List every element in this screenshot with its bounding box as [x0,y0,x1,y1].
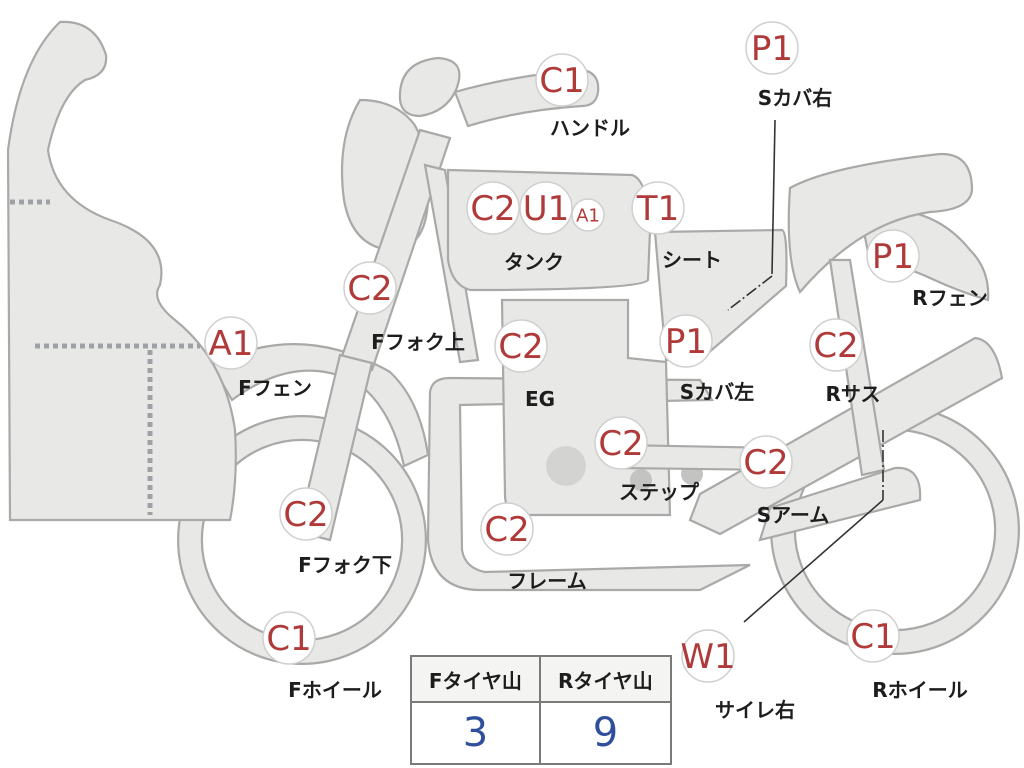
part-name: サイレ右 [715,698,795,722]
part-badge: C2 [343,261,397,315]
part-badge: C2 [494,319,548,373]
rear-shock [828,258,886,477]
part-badge: C2 [739,435,793,489]
badge-circle [279,487,333,541]
rear-tire-tread-value: 9 [538,701,673,765]
part-code: W1 [680,637,735,677]
part-badge: A1 [571,198,605,232]
part-code: C2 [498,327,543,367]
badge-circle [846,609,900,663]
part-badge: U1 [519,181,573,235]
part-badge: C2 [466,181,520,235]
part-code: C2 [598,424,643,464]
part-name: ステップ [619,480,700,504]
part-badge: P1 [745,21,799,75]
badge-circle [262,611,316,665]
part-badge: C2 [809,318,863,372]
badge-circle [866,229,920,283]
part-name: Fホイール [288,678,382,702]
part-code: P1 [665,322,707,362]
tire-tread-table: Fタイヤ山 Rタイヤ山 3 9 [410,655,673,765]
badge-circle [594,416,648,470]
part-name: Fフェン [238,376,312,400]
part-code: C2 [347,269,392,309]
part-code: T1 [636,189,679,229]
part-code: C2 [283,495,328,535]
part-name: Fフォク上 [371,330,465,354]
part-badge: T1 [631,181,685,235]
front-tire-tread-label: Fタイヤ山 [410,655,541,703]
tread-value-row: 3 9 [410,701,673,765]
leader-line [771,119,776,275]
part-badge: P1 [659,314,713,368]
badge-circle [204,316,258,370]
badge-circle [466,181,520,235]
part-badge: A1 [204,316,258,370]
frame [426,376,751,592]
badge-circle [571,198,605,232]
part-code: P1 [751,29,793,69]
fairing [6,20,237,522]
part-badge: C2 [279,487,333,541]
badge-circle [809,318,863,372]
part-name: Fフォク下 [298,553,392,577]
part-badge: C1 [535,53,589,107]
part-code: C2 [813,326,858,366]
part-badge: P1 [866,229,920,283]
part-name: Rサス [825,382,880,406]
part-name: シート [662,248,722,272]
rear-tire-tread-label: Rタイヤ山 [538,655,673,703]
front-fender [210,343,430,468]
badge-circle [343,261,397,315]
part-name: Sカバ右 [758,86,832,110]
part-code: A1 [209,324,254,364]
part-code: U1 [523,189,570,229]
silencer [758,466,922,542]
badge-circle [631,181,685,235]
part-name: タンク [504,250,564,274]
part-badge: C1 [262,611,316,665]
badge-circle [519,181,573,235]
part-name: フレーム [507,569,586,593]
part-name: Sカバ左 [680,380,754,404]
footpeg [630,469,652,491]
part-badge: C2 [480,502,534,556]
part-name: Rホイール [872,678,967,702]
leader-line [727,275,773,311]
badge-circle [659,314,713,368]
part-code: C1 [850,617,895,657]
badge-circle [494,319,548,373]
part-code: A1 [576,206,600,227]
part-code: C2 [470,189,515,229]
part-badge: C1 [846,609,900,663]
part-badge: W1 [680,629,736,683]
badge-circle [739,435,793,489]
seat [787,152,974,295]
tread-header-row: Fタイヤ山 Rタイヤ山 [410,655,673,703]
part-badge: C2 [594,416,648,470]
front-tire-tread-value: 3 [410,701,541,765]
badge-circle [535,53,589,107]
badge-circle [681,629,735,683]
part-code: C2 [484,510,529,550]
leader-line [743,499,884,623]
part-name: ハンドル [550,116,630,140]
part-code: P1 [872,237,914,277]
badge-circle [480,502,534,556]
part-code: C1 [539,61,584,101]
mirror [398,56,461,118]
part-name: Rフェン [912,286,987,310]
part-name: Sアーム [757,503,830,527]
part-code: C1 [266,619,311,659]
part-name: EG [525,387,555,411]
badge-circle [745,21,799,75]
part-code: C2 [743,443,788,483]
engine-cover [546,446,586,486]
